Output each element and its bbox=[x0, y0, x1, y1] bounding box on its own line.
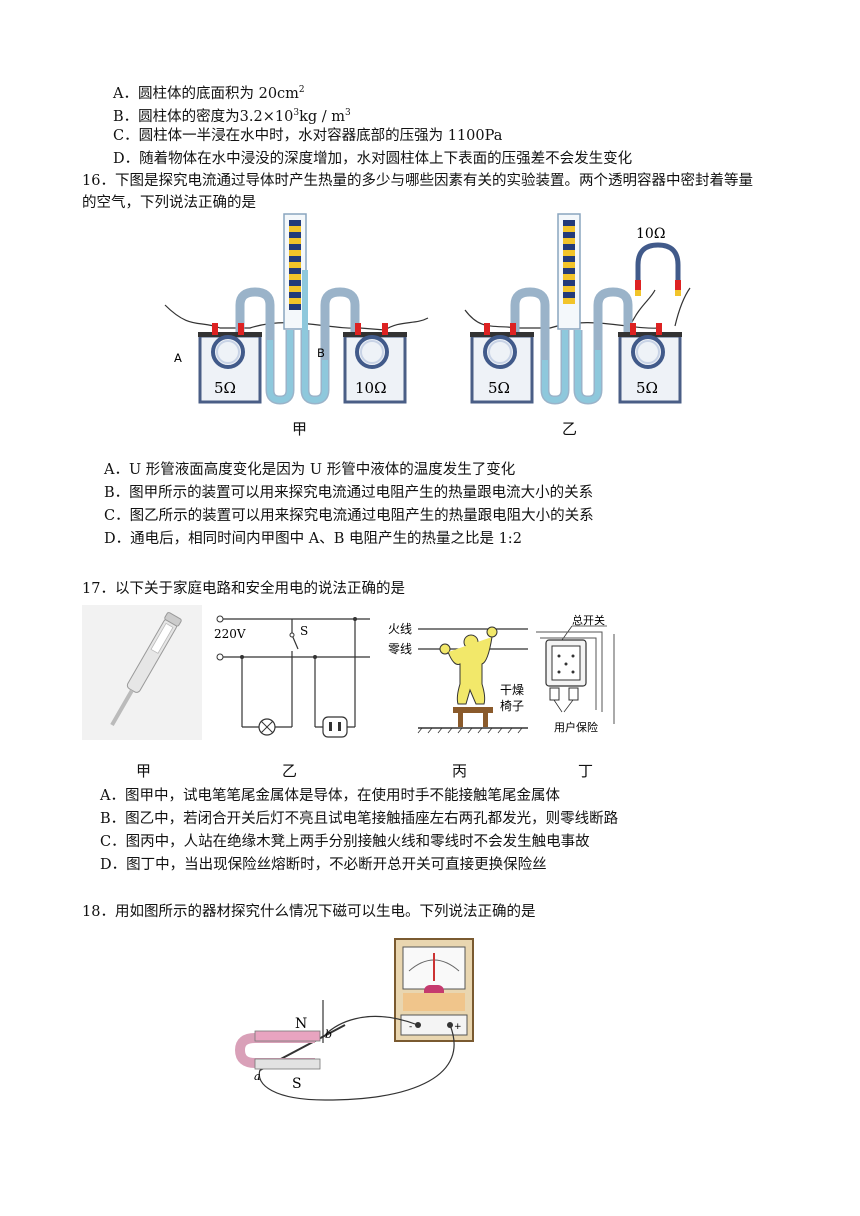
q15-option-b: B．圆柱体的密度为3.2×103kg / m3 bbox=[113, 108, 351, 125]
q15-option-c: C．圆柱体一半浸在水中时，水对容器底部的压强为 1100Pa bbox=[113, 128, 503, 144]
yi-switch-label: S bbox=[300, 624, 308, 638]
q16-stem-line1: 16．下图是探究电流通过导体时产生热量的多少与哪些因素有关的实验装置。两个透明容… bbox=[82, 173, 753, 189]
q17-figure-bing-person: 火线 零线 干燥 椅子 bbox=[388, 622, 528, 734]
scale-stripes bbox=[289, 220, 301, 310]
q16-option-b: B．图甲所示的装置可以用来探究电流通过电阻产生的热量跟电流大小的关系 bbox=[104, 485, 594, 501]
q17-figure-jia-test-pen bbox=[82, 605, 202, 740]
ding-fuse-label: 用户保险 bbox=[554, 720, 598, 734]
jia-label-a: A bbox=[174, 351, 182, 365]
yi-r-right: 5Ω bbox=[636, 379, 658, 397]
q17-option-d: D．图丁中，当出现保险丝熔断时，不必断开总开关可直接更换保险丝 bbox=[100, 857, 547, 873]
q18-stem: 18．用如图所示的器材探究什么情况下磁可以生电。下列说法正确的是 bbox=[82, 904, 536, 920]
rod-end-b: b bbox=[325, 1028, 332, 1041]
q17-option-c: C．图丙中，人站在绝缘木凳上两手分别接触火线和零线时不会发生触电事故 bbox=[100, 834, 590, 850]
magnet-n-label: N bbox=[295, 1016, 307, 1032]
q17-figure-yi-circuit: 220V S bbox=[214, 615, 370, 738]
q17-figure-ding-fuse: 总开关 用户保险 bbox=[536, 613, 615, 734]
q16-caption-yi: 乙 bbox=[562, 420, 578, 438]
q16-figure-yi: 10Ω 5Ω 5Ω bbox=[464, 213, 691, 405]
person-figure bbox=[439, 626, 498, 705]
magnet-s-label: S bbox=[292, 1076, 302, 1092]
q18-figure: - + N S b a bbox=[235, 938, 474, 1101]
q17-caption-yi: 乙 bbox=[282, 762, 298, 780]
yi-r-left: 5Ω bbox=[488, 379, 510, 397]
q16-option-c: C．图乙所示的装置可以用来探究电流通过电阻产生的热量跟电阻大小的关系 bbox=[104, 508, 594, 524]
q16-stem-line2: 的空气，下列说法正确的是 bbox=[82, 195, 256, 211]
q17-caption-ding: 丁 bbox=[578, 762, 594, 780]
jia-r-left: 5Ω bbox=[214, 379, 236, 397]
yi-r-top: 10Ω bbox=[636, 226, 665, 242]
q16-option-a: A．U 形管液面高度变化是因为 U 形管中液体的温度发生了变化 bbox=[104, 462, 516, 478]
q15-option-d: D．随着物体在水中浸没的深度增加，水对圆柱体上下表面的压强差不会发生变化 bbox=[113, 151, 633, 167]
jia-label-b: B bbox=[317, 346, 325, 360]
q16-option-d: D．通电后，相同时间内甲图中 A、B 电阻产生的热量之比是 1:2 bbox=[104, 531, 522, 547]
q17-caption-jia: 甲 bbox=[136, 762, 152, 780]
jia-r-right: 10Ω bbox=[355, 379, 387, 397]
bing-chair-label-2: 椅子 bbox=[500, 699, 524, 713]
q17-option-b: B．图乙中，若闭合开关后灯不亮且试电笔接触插座左右两孔都发光，则零线断路 bbox=[100, 811, 619, 827]
q17-caption-bing: 丙 bbox=[452, 762, 468, 780]
bing-chair-label-1: 干燥 bbox=[500, 683, 524, 697]
svg-text:+: + bbox=[454, 1022, 462, 1032]
q16-figure-jia: 5Ω 10Ω A B bbox=[164, 213, 429, 405]
ding-main-switch-label: 总开关 bbox=[572, 613, 605, 627]
bing-live-label: 火线 bbox=[388, 622, 412, 636]
yi-voltage: 220V bbox=[214, 627, 246, 641]
q15-option-a: A．圆柱体的底面积为 20cm2 bbox=[113, 85, 305, 102]
q17-stem: 17．以下关于家庭电路和安全用电的说法正确的是 bbox=[82, 581, 405, 597]
q16-caption-jia: 甲 bbox=[292, 420, 308, 438]
q17-option-a: A．图甲中，试电笔笔尾金属体是导体，在使用时手不能接触笔尾金属体 bbox=[100, 788, 560, 804]
bing-neutral-label: 零线 bbox=[388, 642, 412, 656]
rod-end-a: a bbox=[254, 1070, 261, 1083]
svg-text:-: - bbox=[409, 1022, 412, 1032]
